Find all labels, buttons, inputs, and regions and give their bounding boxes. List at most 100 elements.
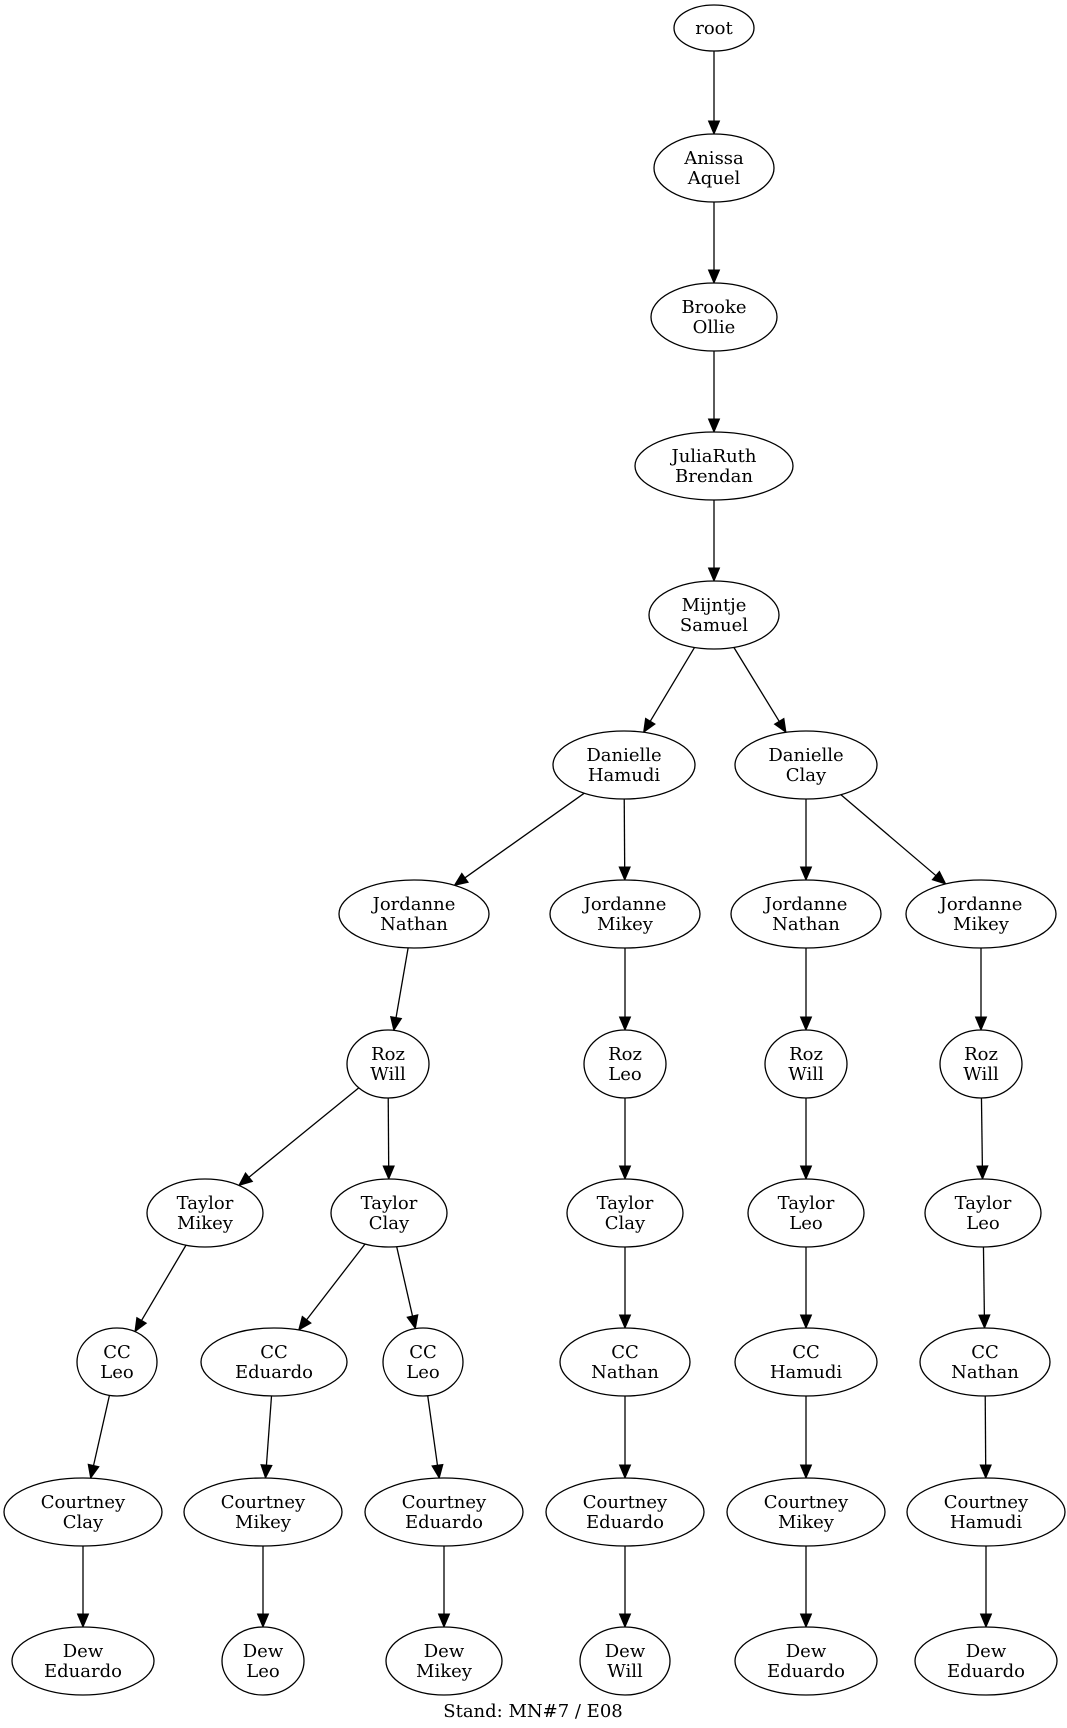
node-ellipse	[559, 1327, 691, 1397]
edge-n4-n6	[733, 647, 787, 734]
arrowhead	[799, 1314, 813, 1330]
node-label-line: Dew	[243, 1641, 284, 1662]
node-label-line: Courtney	[944, 1492, 1029, 1513]
arrowhead	[931, 870, 947, 885]
node-label-line: Nathan	[951, 1362, 1019, 1383]
node-ellipse	[200, 1327, 348, 1397]
node-label-line: Eduardo	[947, 1661, 1025, 1682]
edge-line	[140, 1244, 187, 1321]
node-label-line: Taylor	[177, 1193, 234, 1214]
node-ellipse	[579, 1626, 671, 1696]
edge-line	[427, 1395, 439, 1466]
node-ellipse	[673, 4, 755, 52]
node-label-line: Roz	[964, 1044, 998, 1065]
node-ellipse	[385, 1626, 503, 1696]
arrowhead	[389, 1015, 403, 1032]
edge-n15-n20	[134, 1244, 187, 1333]
arrowhead	[799, 1613, 813, 1629]
node-label-line: Leo	[406, 1362, 439, 1383]
edge-n28-n34	[437, 1546, 451, 1629]
node-label-line: Roz	[789, 1044, 823, 1065]
node-ellipse	[914, 1626, 1058, 1696]
arrowhead	[618, 1314, 632, 1330]
edge-n4-n5	[642, 647, 696, 734]
node-label-line: Samuel	[680, 615, 748, 636]
edge-line	[92, 1395, 111, 1466]
edge-line	[980, 1097, 984, 1167]
edge-n17-n23	[618, 1247, 632, 1330]
node-label-line: Taylor	[361, 1193, 418, 1214]
arrowhead	[979, 1613, 993, 1629]
node-label-line: Danielle	[768, 745, 843, 766]
node-label-line: Leo	[100, 1362, 133, 1383]
arrowhead	[618, 1464, 632, 1480]
node-label-line: CC	[611, 1342, 639, 1363]
edge-n10-n14	[974, 948, 988, 1032]
node-label-line: Will	[370, 1064, 406, 1085]
node-label-line: Roz	[608, 1044, 642, 1065]
node-label-line: Hamudi	[770, 1362, 843, 1383]
edge-n25-n31	[979, 1395, 992, 1480]
edge-n29-n35	[618, 1546, 632, 1629]
arrowhead	[134, 1316, 148, 1333]
edge-n5-n8	[618, 798, 631, 882]
arrowhead	[297, 1315, 312, 1332]
node-ellipse	[764, 1029, 848, 1099]
edge-n24-n30	[799, 1396, 813, 1480]
node-ellipse	[653, 133, 775, 203]
edge-line	[395, 947, 409, 1018]
node-label-line: Aquel	[687, 168, 741, 189]
arrowhead	[707, 120, 721, 136]
node-label-line: Courtney	[41, 1492, 126, 1513]
edge-n31-n37	[979, 1546, 993, 1629]
edge-line	[248, 1087, 360, 1178]
node-label-line: Mikey	[235, 1512, 292, 1533]
node-ellipse	[3, 1477, 163, 1547]
node-label-line: Clay	[63, 1512, 104, 1533]
edge-n16-n21	[297, 1243, 366, 1332]
node-label-line: Eduardo	[44, 1661, 122, 1682]
node-label-line: Eduardo	[405, 1512, 483, 1533]
node-label-line: Dew	[424, 1641, 465, 1662]
edge-n18-n24	[799, 1247, 813, 1330]
node-ellipse	[76, 1327, 158, 1397]
node-ellipse	[747, 1178, 865, 1248]
arrowhead	[406, 1314, 419, 1330]
node-label-line: Courtney	[221, 1492, 306, 1513]
edge-n20-n26	[87, 1395, 111, 1480]
node-label-line: Mikey	[416, 1661, 473, 1682]
node-label-line: Taylor	[778, 1193, 835, 1214]
node-label-line: CC	[409, 1342, 437, 1363]
edge-layer	[76, 51, 993, 1629]
node-label-line: Jordanne	[582, 894, 667, 915]
node-ellipse	[11, 1626, 155, 1696]
node-ellipse	[734, 1327, 878, 1397]
edge-line	[464, 792, 585, 879]
node-label-line: Will	[963, 1064, 999, 1085]
edge-n16-n22	[396, 1246, 419, 1330]
node-label-line: Mikey	[597, 914, 654, 935]
edge-n11-n15	[237, 1087, 360, 1187]
node-label-line: Will	[607, 1661, 643, 1682]
node-label-line: Courtney	[764, 1492, 849, 1513]
arrowhead	[976, 1165, 989, 1181]
arrowhead	[76, 1613, 90, 1629]
node-label-line: Brooke	[681, 297, 746, 318]
arrowhead	[799, 1165, 813, 1181]
